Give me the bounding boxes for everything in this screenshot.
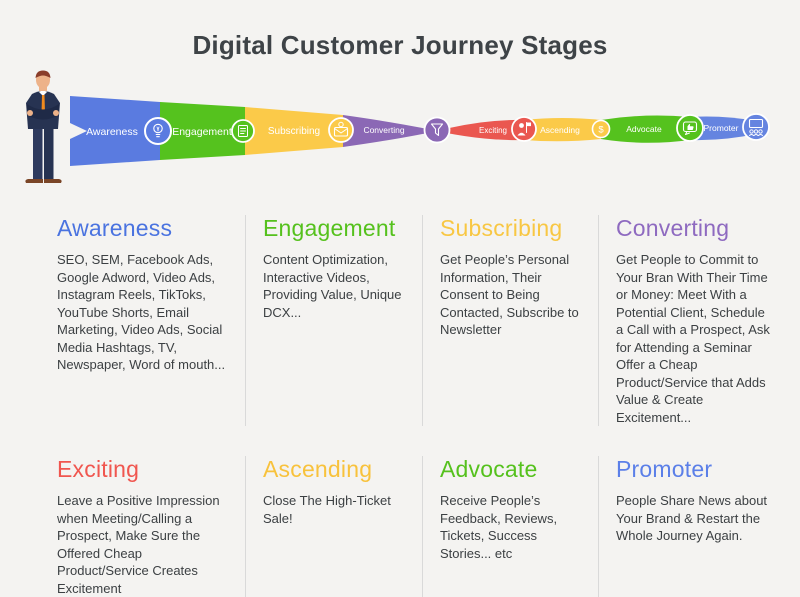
stage-description: Close The High-Ticket Sale!: [263, 493, 391, 526]
stage-description: Get People’s Personal Information, Their…: [440, 252, 579, 337]
businessman-hand: [53, 110, 59, 116]
journey-funnel: Awareness Engagement Subscribing Convert…: [0, 69, 800, 201]
funnel-label-converting: Converting: [363, 125, 404, 135]
funnel-labels: Awareness Engagement Subscribing Convert…: [86, 123, 739, 138]
businessman-shoe: [44, 179, 62, 183]
segment-converting: [343, 115, 437, 147]
businessman-hair: [35, 70, 51, 78]
funnel-svg: Awareness Engagement Subscribing Convert…: [25, 70, 770, 183]
segment-subscribing: [245, 107, 343, 155]
stage-heading: Engagement: [263, 215, 396, 241]
stage-card-converting: Converting Get People to Commit to Your …: [598, 215, 790, 426]
stage-card-engagement: Engagement Content Optimization, Interac…: [245, 215, 422, 426]
stage-heading: Subscribing: [440, 215, 563, 241]
segment-ascending: [524, 118, 601, 142]
stage-description: SEO, SEM, Facebook Ads, Google Adword, V…: [57, 252, 226, 372]
funnel-label-engagement: Engagement: [172, 126, 232, 138]
stage-description: Receive People’s Feedback, Reviews, Tick…: [440, 493, 558, 561]
page-title: Digital Customer Journey Stages: [192, 30, 608, 60]
funnel-label-promoter: Promoter: [704, 123, 739, 133]
presenter-icon: [511, 116, 537, 142]
stage-card-subscribing: Subscribing Get People’s Personal Inform…: [422, 215, 598, 426]
form-icon: [231, 119, 255, 143]
funnel-icons: $: [144, 113, 770, 145]
stage-details-grid: Awareness SEO, SEM, Facebook Ads, Google…: [57, 215, 790, 597]
thumbs-up-bubble-icon: [676, 114, 704, 142]
funnel-label-awareness: Awareness: [86, 126, 138, 138]
segment-engagement: [160, 102, 245, 160]
businessman-shirt: [39, 90, 47, 96]
funnel-label-subscribing: Subscribing: [268, 126, 320, 137]
svg-text:$: $: [598, 125, 604, 136]
lightbulb-icon: [144, 117, 172, 145]
presentation-audience-icon: [742, 113, 770, 141]
stage-description: People Share News about Your Brand & Res…: [616, 493, 768, 543]
stage-heading: Ascending: [263, 456, 373, 482]
stage-heading: Exciting: [57, 456, 140, 482]
stage-description: Leave a Positive Impression when Meeting…: [57, 493, 220, 596]
stage-description: Content Optimization, Interactive Videos…: [263, 252, 402, 320]
dollar-icon: $: [591, 119, 611, 139]
businessman-shoe: [25, 179, 43, 183]
segment-promoter: [690, 116, 756, 141]
stage-card-promoter: Promoter People Share News about Your Br…: [598, 456, 790, 597]
funnel-segments: [70, 96, 756, 166]
envelope-person-icon: [328, 117, 354, 143]
stage-heading: Advocate: [440, 456, 538, 482]
stage-card-awareness: Awareness SEO, SEM, Facebook Ads, Google…: [57, 215, 245, 426]
segment-awareness: [70, 96, 160, 166]
businessman-leg: [33, 127, 43, 179]
businessman-hand: [27, 110, 33, 116]
stage-card-advocate: Advocate Receive People’s Feedback, Revi…: [422, 456, 598, 597]
segment-advocate: [601, 115, 690, 143]
stage-heading: Awareness: [57, 215, 173, 241]
businessman-leg: [44, 127, 54, 179]
stage-description: Get People to Commit to Your Bran With T…: [616, 252, 770, 425]
segment-exciting: [437, 119, 524, 141]
stage-card-exciting: Exciting Leave a Positive Impression whe…: [57, 456, 245, 597]
funnel-label-advocate: Advocate: [626, 124, 662, 134]
stage-heading: Promoter: [616, 456, 713, 482]
stage-heading: Converting: [616, 215, 730, 241]
funnel-label-exciting: Exciting: [479, 126, 507, 135]
businessman-arms: [27, 104, 59, 120]
stage-card-ascending: Ascending Close The High-Ticket Sale!: [245, 456, 422, 597]
funnel-label-ascending: Ascending: [540, 125, 580, 135]
businessman-illustration: [25, 70, 62, 183]
funnel-icon: [423, 116, 451, 144]
